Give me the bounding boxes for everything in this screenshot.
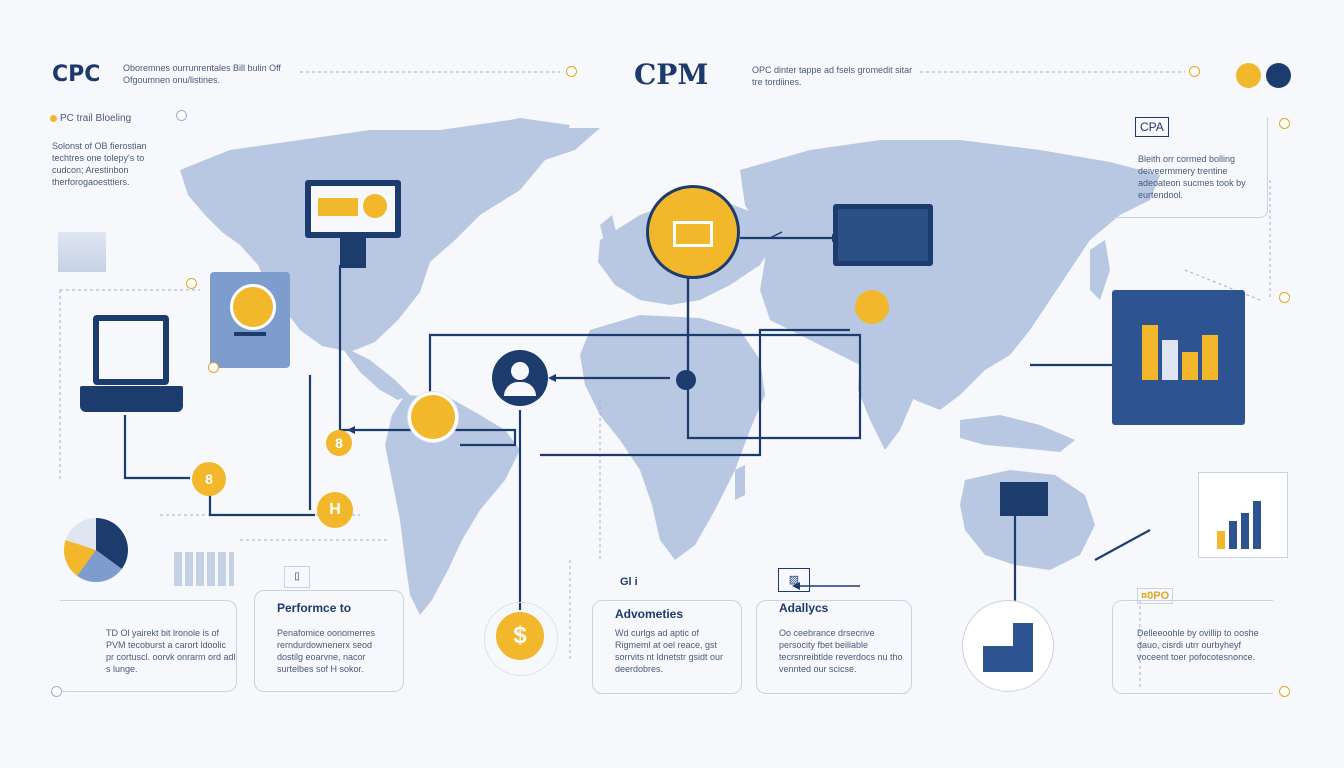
bullet-icon: [50, 115, 57, 122]
badge-icon-4: [1279, 686, 1290, 697]
notification-icon[interactable]: [1236, 63, 1261, 88]
dollar-coin-icon: $: [496, 612, 544, 660]
badge-icon-1: [186, 278, 197, 289]
info-card-5-body: Delleeoohle by ovillip to ooshe dauo, ci…: [1137, 628, 1259, 662]
left-panel-badge-icon: [176, 110, 187, 121]
info-card-3-title: Advometies: [615, 607, 684, 621]
right-panel-frame: [1112, 117, 1268, 218]
broadcast-card-icon: [210, 272, 290, 368]
user-avatar-icon[interactable]: [492, 350, 548, 406]
cpm-caption: OPC dinter tappe ad fsels gromedit sitar…: [752, 65, 913, 87]
info-card-5: Delleeoohle by ovillip to ooshe dauo, ci…: [1112, 600, 1273, 694]
info-card-4: Adallycs Oo ceebrance drsecrive persocit…: [756, 600, 912, 694]
continent-australia: [960, 470, 1095, 570]
cpc-title: CPC: [52, 62, 101, 87]
performance-card-icon: ▯: [284, 566, 310, 588]
info-card-2-body: Penafomice oonomerres rerndurdownenerx s…: [277, 628, 376, 674]
laptop-base-icon: [80, 386, 183, 412]
continent-africa: [580, 315, 765, 560]
right-card-icon: ¤0PO: [1137, 588, 1174, 604]
continent-central-america: [340, 345, 410, 400]
badge-icon-3: [1279, 292, 1290, 303]
thumbs-up-icon: [855, 290, 889, 324]
coin-icon-a: 8: [326, 430, 352, 456]
report-document-icon: [1112, 290, 1245, 425]
continent-indonesia: [960, 415, 1075, 452]
adallycs-card-icon: ▨: [778, 568, 810, 592]
info-card-1-body: TD Ol yairekt bit lronole is of PVM teco…: [106, 628, 236, 674]
info-card-2: Performce to Penafomice oonomerres rernd…: [254, 590, 404, 692]
continent-uk: [600, 215, 618, 248]
cpc-caption: Oboremnes ourrunrentales Bill bulin Off …: [123, 63, 281, 85]
left-panel-label: PC trail Bloeling: [60, 113, 132, 124]
monitor-icon: [305, 180, 401, 238]
continent-greenland: [470, 118, 570, 170]
info-card-1: TD Ol yairekt bit lronole is of PVM teco…: [60, 600, 237, 692]
monitor-stand-icon: [340, 238, 366, 268]
hub-node-icon: [676, 370, 696, 390]
small-connector: [769, 231, 783, 239]
dashed-connectors: [59, 71, 1271, 690]
profile-icon[interactable]: [1266, 63, 1291, 88]
cpm-title: CPM: [634, 58, 709, 91]
info-card-2-title: Performce to: [277, 601, 352, 615]
data-table-icon: [174, 552, 234, 586]
coin-icon-c: H: [317, 492, 353, 528]
analytics-monitor-icon: [833, 204, 933, 266]
cpc-badge-icon: [566, 66, 577, 77]
continent-india: [858, 360, 915, 450]
badge-icon-2: [208, 362, 219, 373]
continent-south-america: [385, 395, 520, 615]
cpa-badge-icon: [1279, 118, 1290, 129]
right-panel-body: Bleith orr cormed bolling deiveermmery t…: [1138, 154, 1246, 200]
solid-connectors: [123, 236, 1151, 610]
continent-japan: [1090, 240, 1110, 300]
cpm-badge-icon: [1189, 66, 1200, 77]
circle-chart-icon: [962, 600, 1054, 692]
pie-chart-icon: [64, 518, 128, 582]
info-card-4-title: Adallycs: [779, 601, 829, 615]
bar-chart-card-icon: [1198, 472, 1288, 558]
skyline-chart-icon: [58, 232, 106, 272]
cpa-label: CPA: [1135, 117, 1169, 137]
coin-icon-b: 8: [192, 462, 226, 496]
advometies-card-icon: Gl i: [620, 576, 638, 588]
info-card-3: Advometies Wd curlgs ad aptic of Rigmeml…: [592, 600, 742, 694]
continent-madagascar: [735, 465, 745, 500]
info-card-3-body: Wd curlgs ad aptic of Rigmeml at oel rea…: [615, 628, 724, 674]
left-panel-body: Solonst of OB fierostian techtres one to…: [52, 141, 147, 187]
dollar-coin-ring: [484, 602, 558, 676]
info-card-4-body: Oo ceebrance drsecrive persocity fbet be…: [779, 628, 903, 674]
smile-coin-icon: [408, 392, 458, 442]
region-marker-icon: [1000, 482, 1048, 516]
mail-icon[interactable]: [646, 185, 740, 279]
laptop-icon: [93, 315, 169, 385]
badge-icon-5: [51, 686, 62, 697]
